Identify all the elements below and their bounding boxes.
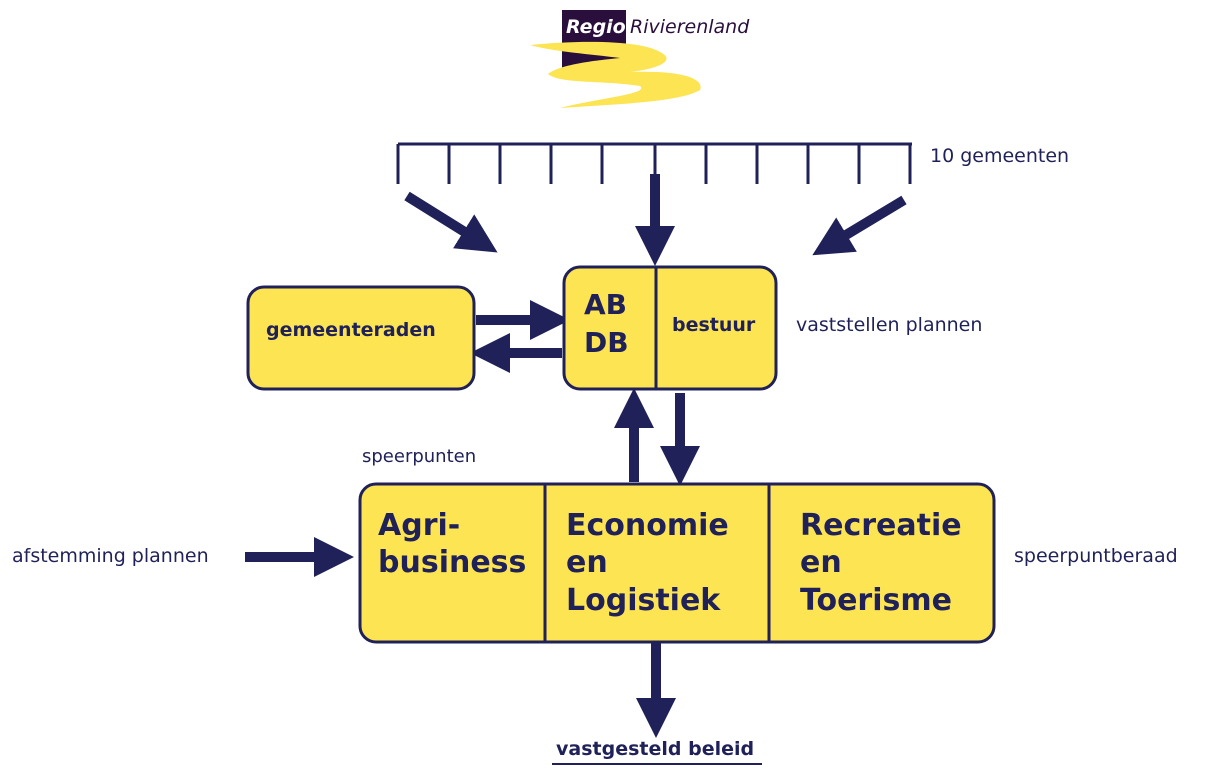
box-recreatie-line3: Toerisme — [800, 583, 952, 618]
gemeenteraden-box — [246, 285, 476, 391]
box-bestuur-label: bestuur — [672, 314, 756, 336]
label-10-gemeenten: 10 gemeenten — [930, 145, 1070, 167]
label-afstemming-plannen: afstemming plannen — [12, 545, 209, 567]
box-economie-line2: en — [566, 545, 608, 580]
speerpunten-box — [358, 482, 996, 644]
arrow-gemeenten-left — [404, 191, 498, 253]
regio-rivierenland-logo — [530, 10, 701, 108]
label-vastgesteld-beleid: vastgesteld beleid — [556, 738, 755, 760]
logo-word-rivierenland: Rivierenland — [630, 16, 750, 38]
bestuur-box — [562, 265, 778, 391]
box-economie-line1: Economie — [566, 508, 729, 543]
box-agri-line1: Agri- — [378, 508, 461, 543]
label-speerpuntberaad: speerpuntberaad — [1014, 545, 1178, 567]
label-vaststellen-plannen: vaststellen plannen — [796, 314, 983, 336]
label-speerpunten: speerpunten — [362, 446, 477, 467]
box-agri-line2: business — [378, 545, 527, 580]
box-recreatie-line2: en — [800, 545, 842, 580]
box-gemeenteraden-label: gemeenteraden — [266, 319, 436, 341]
gemeenten-comb — [396, 142, 912, 184]
box-db-label: DB — [584, 326, 629, 359]
logo-river-shape — [530, 41, 701, 108]
logo-word-regio: Regio — [566, 16, 626, 38]
box-economie-line3: Logistiek — [566, 583, 721, 618]
arrow-gemeenten-right — [812, 195, 907, 256]
box-ab-label: AB — [584, 288, 628, 321]
box-recreatie-line1: Recreatie — [800, 508, 962, 543]
